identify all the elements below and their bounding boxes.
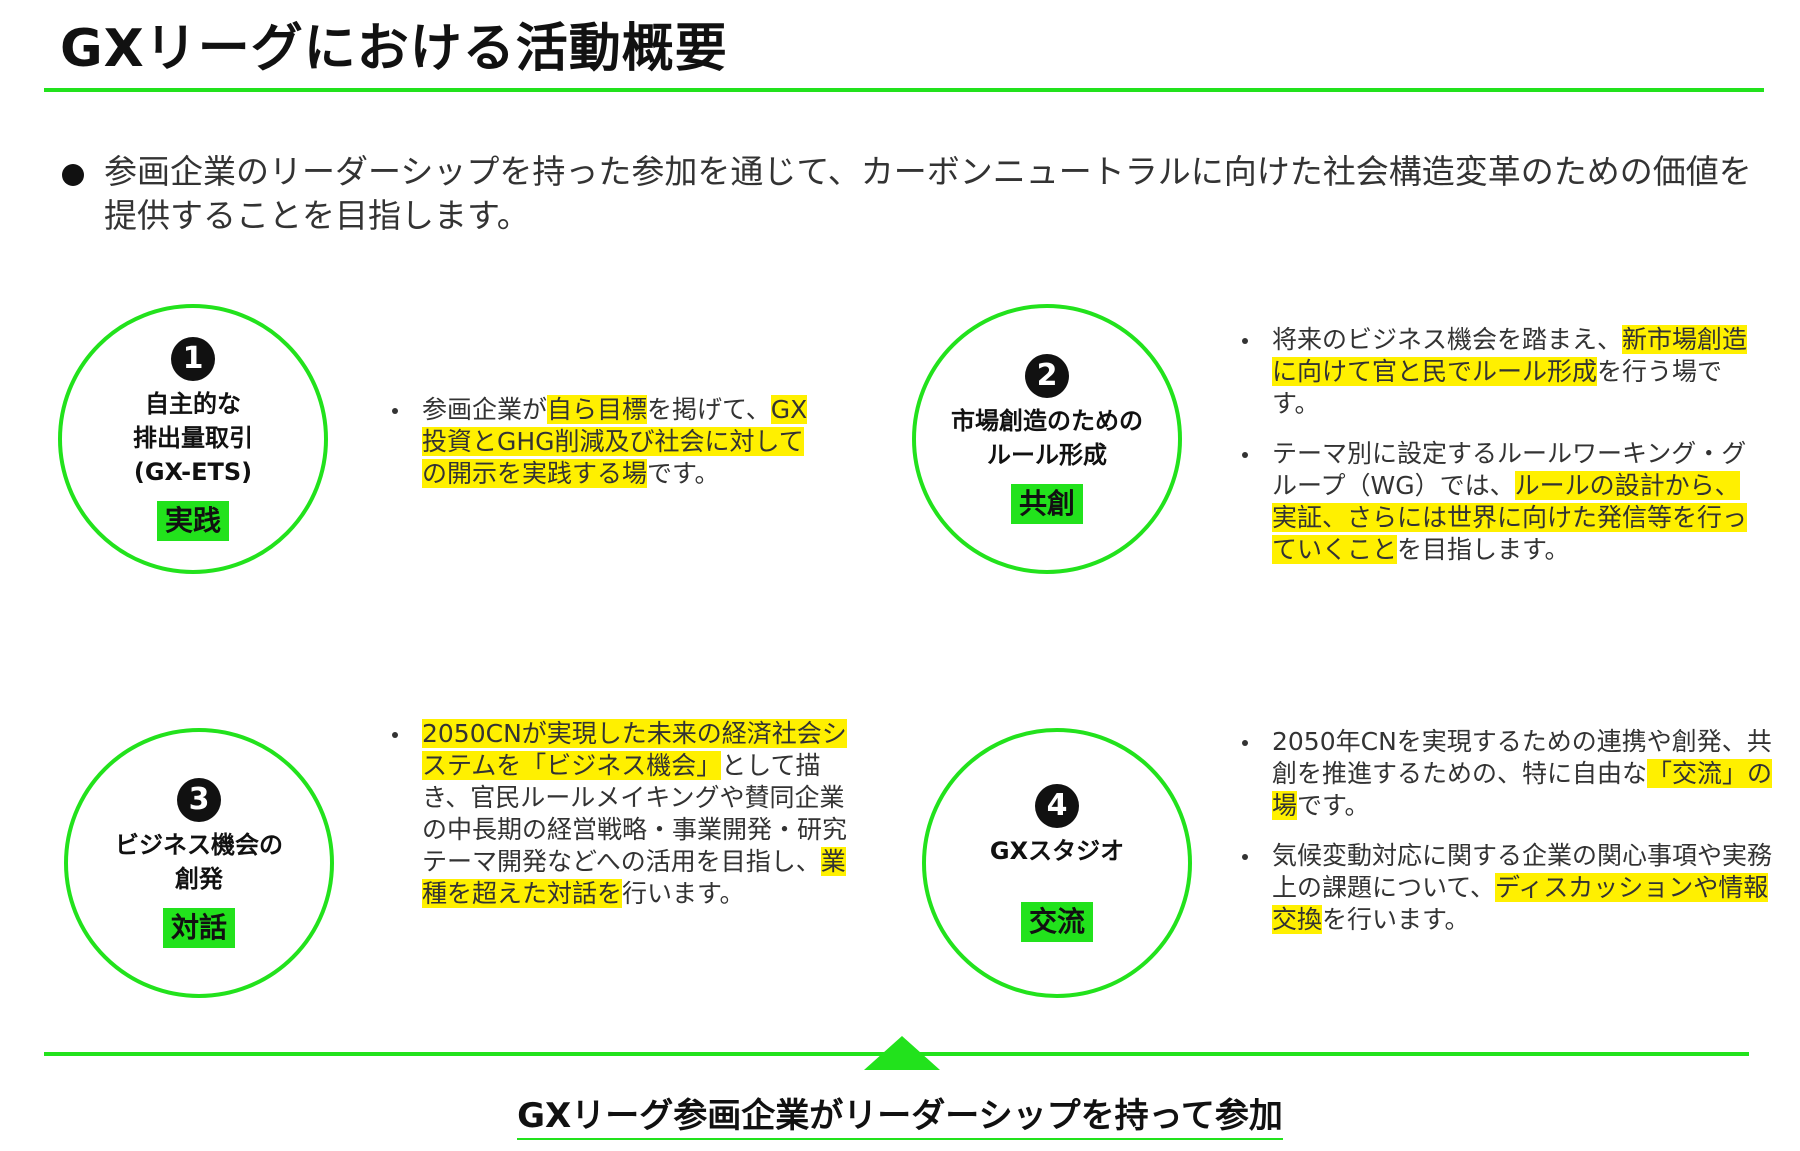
description-text: 行います。 <box>622 879 745 908</box>
activity-circle-3: 3 ビジネス機会の 創発 対話 <box>64 728 334 998</box>
number-badge-1: 1 <box>171 337 215 381</box>
activity-circle-2: 2 市場創造のための ルール形成 共創 <box>912 304 1182 574</box>
activity-name-4: GXスタジオ <box>989 837 1125 865</box>
activity-circle-4: 4 GXスタジオ 交流 <box>922 728 1192 998</box>
description-text: を掲げて、 <box>647 395 771 424</box>
description-bullet: 2050年CNを実現するための連携や創発、共創を推進するための、特に自由な「交流… <box>1234 726 1774 822</box>
activity-desc-2: 将来のビジネス機会を踏まえ、新市場創造に向けて官と民でルール形成を行う場です。テ… <box>1234 324 1754 584</box>
intro-bullet: 参画企業のリーダーシップを持った参加を通じて、カーボンニュートラルに向けた社会構… <box>62 150 1752 238</box>
description-bullet: テーマ別に設定するルールワーキング・グループ（WG）では、ルールの設計から、実証… <box>1234 438 1754 566</box>
description-bullet: 参画企業が自ら目標を掲げて、GX投資とGHG削減及び社会に対しての開示を実践する… <box>384 394 814 490</box>
activity-name-2: 市場創造のための ルール形成 <box>951 407 1143 469</box>
activity-tag-4: 交流 <box>1020 902 1093 942</box>
description-text: テーマ別に設定するルールワーキング・グループ（WG）では、 <box>1272 439 1747 500</box>
description-bullet: 気候変動対応に関する企業の関心事項や実務上の課題について、ディスカッションや情報… <box>1234 840 1774 936</box>
activity-tag-3: 対話 <box>162 908 235 948</box>
number-badge-3: 3 <box>177 778 221 822</box>
description-bullet: 2050CNが実現した未来の経済社会システムを「ビジネス機会」として描き、官民ル… <box>384 718 854 910</box>
intro-text: 参画企業のリーダーシップを持った参加を通じて、カーボンニュートラルに向けた社会構… <box>104 152 1752 235</box>
activity-desc-3: 2050CNが実現した未来の経済社会システムを「ビジネス機会」として描き、官民ル… <box>384 718 854 928</box>
description-text: です。 <box>1297 791 1370 820</box>
highlighted-text: 自ら目標 <box>547 395 648 424</box>
description-text: 2050年CNを実現するための連携や創発、共創を推進するための、特に自由な <box>1272 727 1772 788</box>
description-text: を行います。 <box>1322 905 1470 934</box>
description-text: です。 <box>647 459 720 488</box>
description-text: を目指します。 <box>1397 535 1570 564</box>
bullet-dot <box>62 164 84 186</box>
number-badge-4: 4 <box>1035 784 1079 828</box>
description-text: 気候変動対応に関する企業の関心事項や実務上の課題について、 <box>1272 841 1773 902</box>
description-text: として描き、官民ルールメイキングや賛同企業の中長期の経営戦略・事業開発・研究テー… <box>422 751 848 876</box>
activity-tag-1: 実践 <box>156 501 229 541</box>
description-text: 参画企業が <box>422 395 548 424</box>
page-title: GXリーグにおける活動概要 <box>60 19 728 79</box>
footer-caption: GXリーグ参画企業がリーダーシップを持って参加 <box>0 1088 1800 1140</box>
description-bullet: 将来のビジネス機会を踏まえ、新市場創造に向けて官と民でルール形成を行う場です。 <box>1234 324 1754 420</box>
up-arrow-icon <box>864 1036 940 1070</box>
activity-name-3: ビジネス機会の 創発 <box>115 831 283 893</box>
title-underline <box>44 88 1764 92</box>
activity-circle-1: 1 自主的な 排出量取引 (GX-ETS) 実践 <box>58 304 328 574</box>
activity-desc-1: 参画企業が自ら目標を掲げて、GX投資とGHG削減及び社会に対しての開示を実践する… <box>384 394 814 508</box>
description-text: 将来のビジネス機会を踏まえ、 <box>1272 325 1623 354</box>
description-text: を行う場です。 <box>1272 357 1723 418</box>
activity-tag-2: 共創 <box>1010 484 1083 524</box>
number-badge-2: 2 <box>1025 354 1069 398</box>
activity-desc-4: 2050年CNを実現するための連携や創発、共創を推進するための、特に自由な「交流… <box>1234 726 1774 954</box>
activity-name-1: 自主的な 排出量取引 (GX-ETS) <box>133 390 253 486</box>
